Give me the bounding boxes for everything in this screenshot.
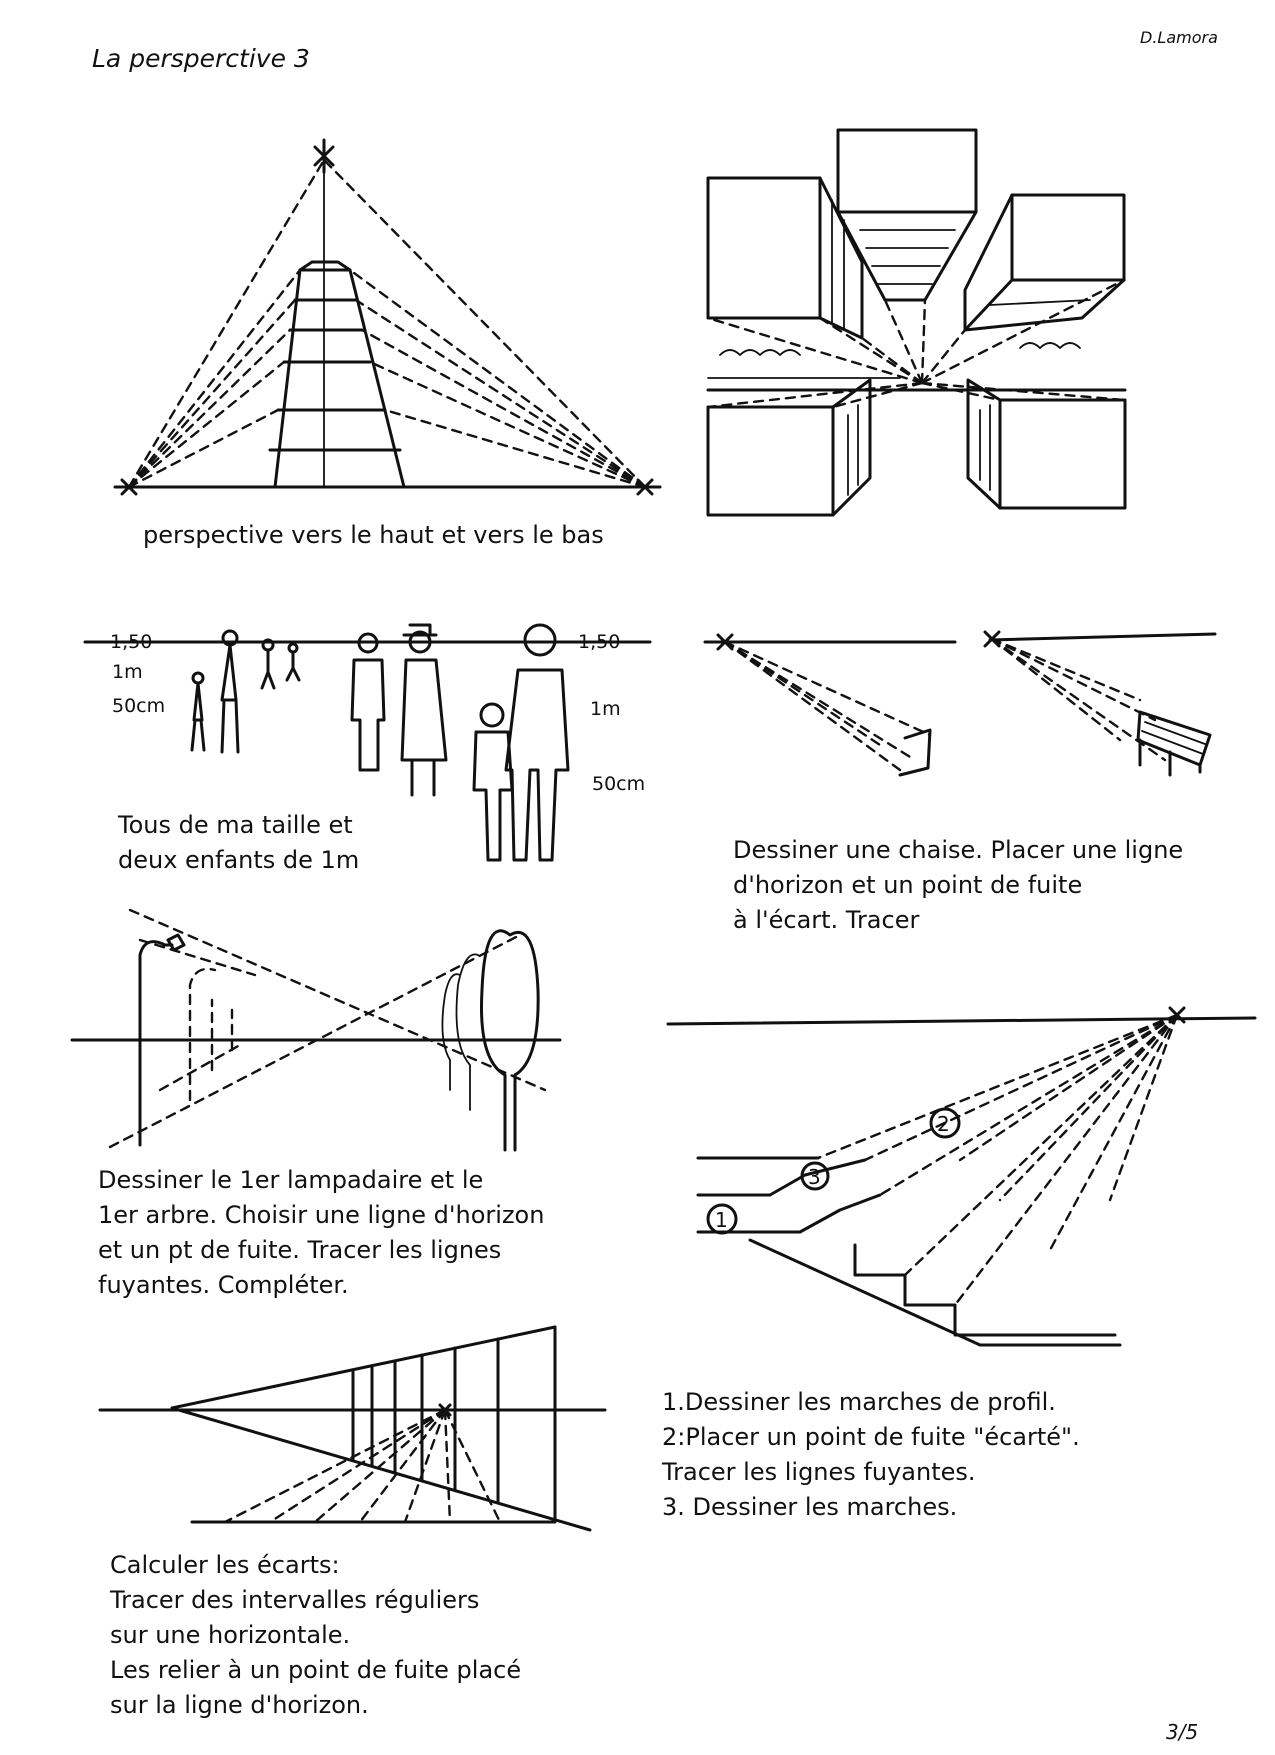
author-name: D.Lamora	[1140, 28, 1218, 47]
caption-intervals: Calculer les écarts: Tracer des interval…	[110, 1551, 522, 1719]
label-1m-right: 1m	[590, 698, 621, 720]
caption-chair: Dessiner une chaise. Placer une ligne d'…	[733, 836, 1184, 934]
boxes-perspective-drawing	[706, 128, 1127, 517]
caption-stairs: 1.Dessiner les marches de profil. 2:Plac…	[662, 1388, 1080, 1521]
caption-tower: perspective vers le haut et vers le bas	[143, 521, 604, 549]
step-label-1: 1	[715, 1208, 728, 1232]
people-height-drawing: 1,50 1m 50cm 1,50 1m 50cm	[83, 623, 652, 862]
bench-perspective-drawing	[703, 630, 1217, 777]
label-1-50-left: 1,50	[110, 631, 152, 653]
page-number: 3/5	[1166, 1720, 1199, 1744]
label-50cm-left: 50cm	[112, 695, 165, 717]
page-title: La persperctive 3	[92, 44, 310, 73]
lamp-tree-perspective-drawing	[70, 908, 562, 1152]
stairs-perspective-drawing: 1 3 2	[666, 1006, 1257, 1347]
caption-people: Tous de ma taille et deux enfants de 1m	[118, 811, 360, 874]
tower-drawing	[113, 138, 662, 496]
label-1m-left: 1m	[112, 661, 143, 683]
step-label-3: 3	[808, 1165, 821, 1189]
caption-lamp: Dessiner le 1er lampadaire et le 1er arb…	[98, 1166, 545, 1299]
intervals-perspective-drawing	[98, 1325, 607, 1532]
label-1-50-right: 1,50	[578, 631, 620, 653]
label-50cm-right: 50cm	[592, 773, 645, 795]
